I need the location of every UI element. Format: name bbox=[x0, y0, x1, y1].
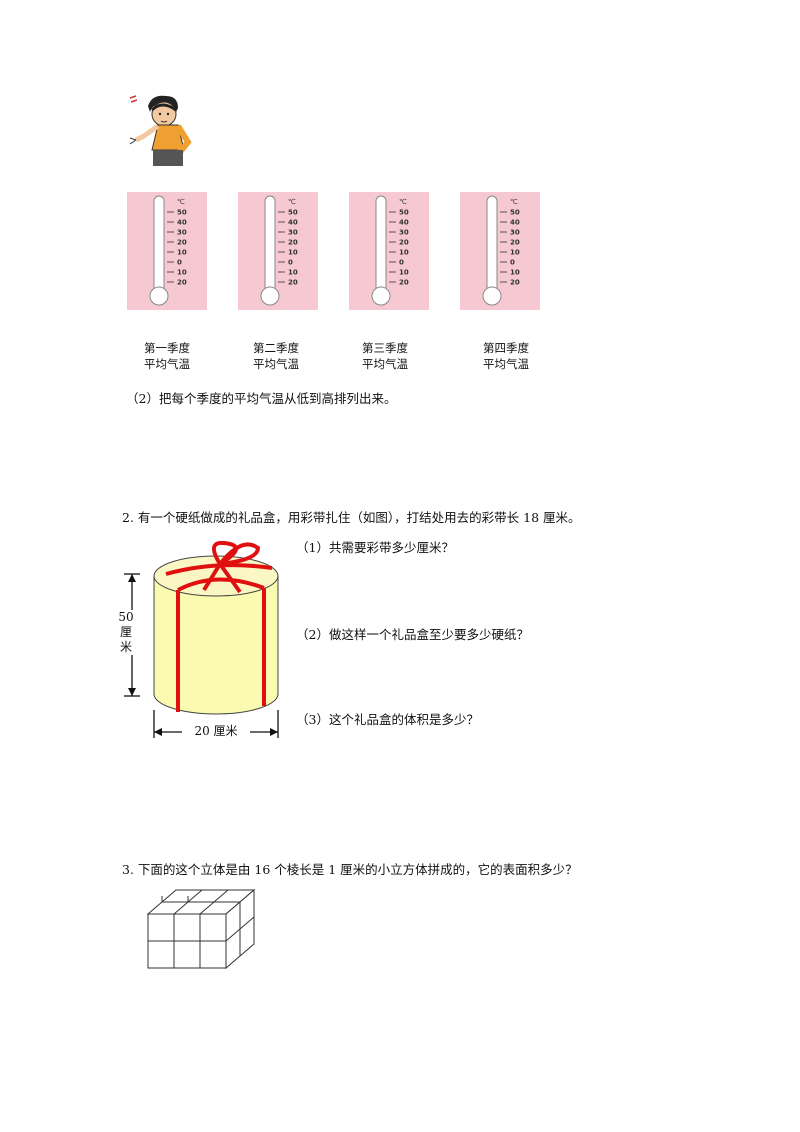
thermometer-tube bbox=[264, 195, 276, 293]
thermometer-tick-label: 50 bbox=[288, 209, 298, 217]
thermometer-tick-label: 30 bbox=[288, 229, 298, 237]
question-1-part-2: （2）把每个季度的平均气温从低到高排列出来。 bbox=[126, 391, 397, 406]
thermometer-tick-label: 0 bbox=[177, 259, 182, 267]
caption-line: 第三季度 bbox=[362, 341, 408, 355]
thermometer-tick-label: 20 bbox=[288, 279, 298, 287]
thermometer-tick-label: 10 bbox=[288, 249, 298, 257]
thermometer-bulb bbox=[260, 286, 280, 306]
thermometer-caption-1: 第一季度 平均气温 bbox=[122, 340, 212, 372]
thermometer-card-2: ℃ 50 40 30 20 10 0 10 20 bbox=[238, 192, 318, 310]
thermometer-unit-label: ℃ bbox=[288, 198, 296, 206]
thermometer-tick-label: 20 bbox=[399, 239, 409, 247]
thermometer-bulb bbox=[482, 286, 502, 306]
thermometer-caption-3: 第三季度 平均气温 bbox=[340, 340, 430, 372]
thermometer-icon: ℃ 50 40 30 20 10 0 10 20 bbox=[482, 195, 520, 306]
thermometer-tick-label: 30 bbox=[177, 229, 187, 237]
gift-box-cylinder-figure bbox=[112, 534, 292, 744]
thermometer-tube bbox=[153, 195, 165, 293]
thermometer-tick-label: 20 bbox=[510, 279, 520, 287]
thermometer-tick-label: 40 bbox=[177, 219, 187, 227]
caption-line: 平均气温 bbox=[253, 357, 299, 371]
thermometer-tick-label: 10 bbox=[288, 269, 298, 277]
caption-line: 平均气温 bbox=[144, 357, 190, 371]
thermometer-tick-label: 40 bbox=[510, 219, 520, 227]
height-label: 50 厘 米 bbox=[114, 610, 138, 655]
thermometer-tick-label: 0 bbox=[288, 259, 293, 267]
thermometer-tick-label: 10 bbox=[177, 249, 187, 257]
thermometer-tick-label: 0 bbox=[399, 259, 404, 267]
height-unit: 米 bbox=[119, 640, 132, 654]
thermometer-bulb bbox=[149, 286, 169, 306]
question-3-text: 3. 下面的这个立体是由 16 个棱长是 1 厘米的小立方体拼成的，它的表面积多… bbox=[122, 862, 578, 877]
caption-line: 第一季度 bbox=[144, 341, 190, 355]
thermometer-tick-label: 10 bbox=[510, 249, 520, 257]
thermometer-tick-label: 20 bbox=[288, 239, 298, 247]
caption-line: 平均气温 bbox=[362, 357, 408, 371]
thermometer-tick-label: 50 bbox=[177, 209, 187, 217]
thermometer-caption-4: 第四季度 平均气温 bbox=[461, 340, 551, 372]
thermometer-tick-label: 0 bbox=[510, 259, 515, 267]
thermometer-icon: ℃ 50 40 30 20 10 0 10 20 bbox=[260, 195, 298, 306]
thermometer-tick-label: 40 bbox=[399, 219, 409, 227]
question-2-sub-2: （2）做这样一个礼品盒至少要多少硬纸？ bbox=[296, 627, 529, 642]
thermometer-tick-label: 20 bbox=[177, 239, 187, 247]
thermometer-icon: ℃ 50 40 30 20 10 0 10 20 bbox=[149, 195, 187, 306]
height-unit: 厘 bbox=[119, 625, 132, 639]
cube-solid-figure bbox=[144, 886, 256, 972]
thermometer-icon: ℃ 50 40 30 20 10 0 10 20 bbox=[371, 195, 409, 306]
thermometer-card-1: ℃ 50 40 30 20 10 0 10 20 bbox=[127, 192, 207, 310]
question-2-sub-1: （1）共需要彩带多少厘米？ bbox=[296, 540, 454, 555]
thermometer-tick-label: 10 bbox=[399, 269, 409, 277]
thermometer-tick-label: 10 bbox=[399, 249, 409, 257]
caption-line: 平均气温 bbox=[483, 357, 529, 371]
thermometer-tick-label: 50 bbox=[399, 209, 409, 217]
thermometer-tick-label: 30 bbox=[399, 229, 409, 237]
caption-line: 第四季度 bbox=[483, 341, 529, 355]
caption-line: 第二季度 bbox=[253, 341, 299, 355]
thermometer-unit-label: ℃ bbox=[399, 198, 407, 206]
thermometer-tick-label: 10 bbox=[177, 269, 187, 277]
thermometer-tube bbox=[486, 195, 498, 293]
thermometer-bulb bbox=[371, 286, 391, 306]
question-2-sub-3: （3）这个礼品盒的体积是多少？ bbox=[296, 712, 479, 727]
thermometer-tube bbox=[375, 195, 387, 293]
thermometer-card-3: ℃ 50 40 30 20 10 0 10 20 bbox=[349, 192, 429, 310]
thermometer-tick-label: 20 bbox=[177, 279, 187, 287]
thermometer-tick-label: 20 bbox=[399, 279, 409, 287]
thermometer-tick-label: 30 bbox=[510, 229, 520, 237]
height-value: 50 bbox=[118, 610, 134, 624]
thermometer-caption-2: 第二季度 平均气温 bbox=[231, 340, 321, 372]
question-2-intro: 2. 有一个硬纸做成的礼品盒，用彩带扎住（如图），打结处用去的彩带长 18 厘米… bbox=[122, 510, 581, 525]
thermometer-card-4: ℃ 50 40 30 20 10 0 10 20 bbox=[460, 192, 540, 310]
thermometer-tick-label: 40 bbox=[288, 219, 298, 227]
thermometer-tick-label: 20 bbox=[510, 239, 520, 247]
thermometer-unit-label: ℃ bbox=[177, 198, 185, 206]
thermometer-unit-label: ℃ bbox=[510, 198, 518, 206]
thermometer-tick-label: 10 bbox=[510, 269, 520, 277]
thermometer-tick-label: 50 bbox=[510, 209, 520, 217]
diameter-label: 20 厘米 bbox=[194, 724, 238, 738]
cartoon-boy-illustration bbox=[122, 92, 202, 168]
